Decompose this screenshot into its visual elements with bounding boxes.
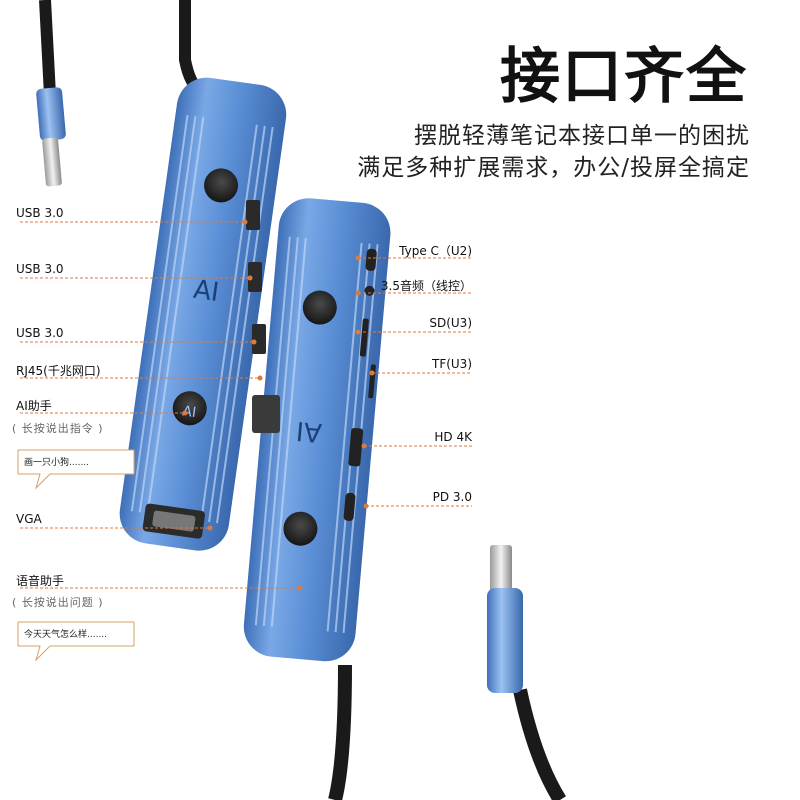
label-sd: SD(U3)	[429, 316, 472, 330]
svg-text:AI: AI	[181, 403, 197, 421]
label-usb-3: USB 3.0	[16, 326, 64, 340]
ai-button-right[interactable]	[301, 289, 338, 326]
hint-voice: ( 长按说出问题 )	[12, 596, 104, 609]
hint-ai: ( 长按说出指令 )	[12, 422, 104, 435]
label-hd: HD 4K	[434, 430, 472, 444]
hdmi-port	[348, 428, 364, 467]
usb-ports	[246, 200, 280, 433]
ethernet-port	[252, 395, 280, 433]
typec-port	[365, 248, 377, 271]
leader-lines	[20, 221, 472, 589]
page-title: 接口齐全	[500, 42, 748, 112]
mic-button-top[interactable]	[202, 166, 240, 204]
label-voice-assistant: 语音助手	[16, 574, 65, 588]
pd-port	[343, 492, 356, 521]
label-typec: Type C（U2)	[399, 244, 472, 258]
subtitle-line-2: 满足多种扩展需求，办公/投屏全搞定	[357, 155, 750, 181]
hub-right: AI	[243, 198, 391, 662]
hub-left: AI AI	[119, 77, 287, 551]
label-vga: VGA	[16, 512, 42, 526]
label-usb-2: USB 3.0	[16, 262, 64, 276]
mic-button[interactable]	[282, 510, 319, 547]
label-pd: PD 3.0	[432, 490, 472, 504]
label-tf: TF(U3)	[431, 357, 472, 371]
svg-text:AI: AI	[191, 275, 220, 308]
bubble-voice: 今天天气怎么样.......	[24, 630, 108, 640]
ai-button[interactable]	[171, 389, 209, 427]
subtitle-line-1: 摆脱轻薄笔记本接口单一的困扰	[414, 123, 750, 149]
sd-slot	[359, 318, 369, 357]
svg-text:AI: AI	[295, 415, 323, 447]
label-ai-assistant: AI助手	[16, 399, 52, 413]
audio-jack	[364, 285, 375, 296]
label-rj45: RJ45(千兆网口)	[16, 364, 101, 378]
lower-cables	[328, 545, 566, 800]
speech-bubbles	[17, 449, 135, 662]
label-audio: 3.5音频（线控）	[380, 279, 472, 293]
label-usb-1: USB 3.0	[16, 206, 64, 220]
bubble-ai: 画一只小狗.......	[24, 458, 90, 468]
